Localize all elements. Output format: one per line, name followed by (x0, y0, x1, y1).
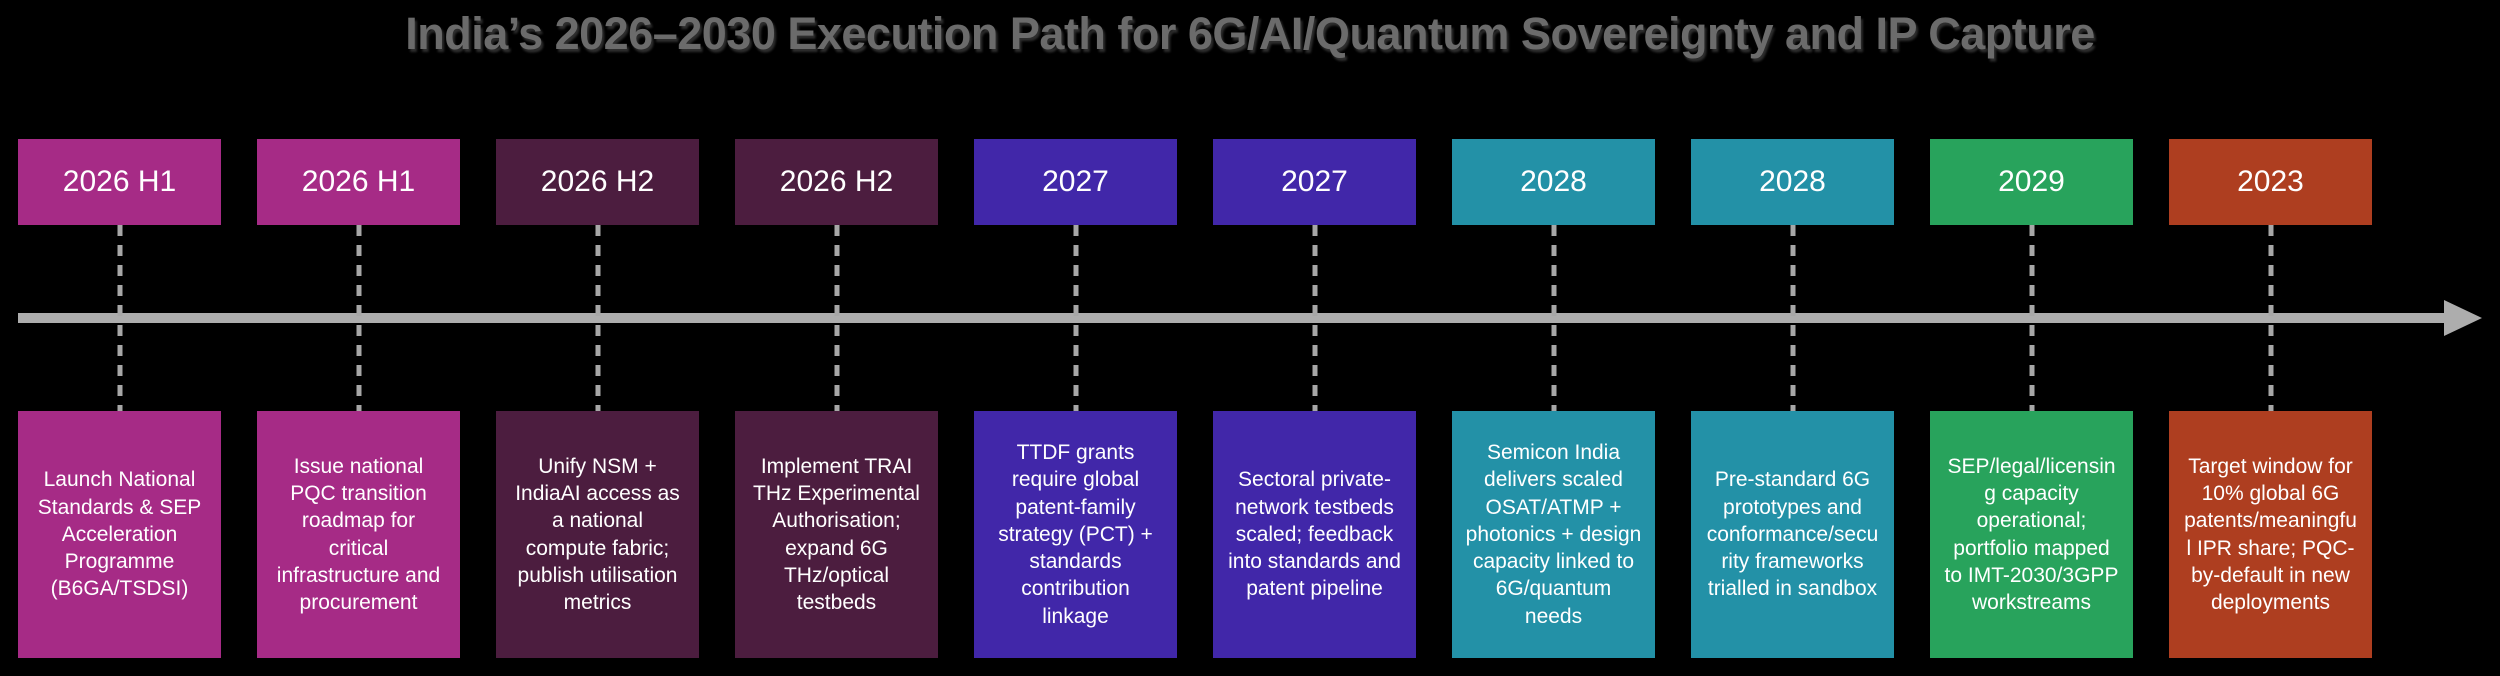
milestone-column: 2028 Semicon India delivers scaled OSAT/… (1452, 0, 1655, 676)
milestone-column: 2026 H2 Implement TRAI THz Experimental … (735, 0, 938, 676)
milestone-column: 2026 H2 Unify NSM + IndiaAI access as a … (496, 0, 699, 676)
milestone-connector-line (1073, 225, 1078, 411)
milestone-description: Unify NSM + IndiaAI access as a national… (496, 411, 699, 658)
milestone-column: 2027 TTDF grants require global patent-f… (974, 0, 1177, 676)
milestone-description: Launch National Standards & SEP Accelera… (18, 411, 221, 658)
milestone-description: TTDF grants require global patent-family… (974, 411, 1177, 658)
milestone-date-badge: 2026 H1 (257, 139, 460, 225)
milestone-date-badge: 2023 (2169, 139, 2372, 225)
timeline-axis-line (18, 313, 2448, 323)
milestone-description: SEP/legal/licensing capacity operational… (1930, 411, 2133, 658)
milestone-date-badge: 2026 H2 (496, 139, 699, 225)
milestone-connector-line (1312, 225, 1317, 411)
milestone-column: 2028 Pre-standard 6G prototypes and conf… (1691, 0, 1894, 676)
milestone-description: Sectoral private-network testbeds scaled… (1213, 411, 1416, 658)
milestone-description: Pre-standard 6G prototypes and conforman… (1691, 411, 1894, 658)
timeline-arrowhead-icon (2444, 300, 2482, 336)
milestone-connector-line (1551, 225, 1556, 411)
milestone-description: Implement TRAI THz Experimental Authoris… (735, 411, 938, 658)
milestone-date-badge: 2027 (1213, 139, 1416, 225)
milestone-date-badge: 2028 (1691, 139, 1894, 225)
milestone-connector-line (2268, 225, 2273, 411)
milestone-connector-line (356, 225, 361, 411)
milestone-description: Issue national PQC transition roadmap fo… (257, 411, 460, 658)
milestone-column: 2029 SEP/legal/licensing capacity operat… (1930, 0, 2133, 676)
milestone-connector-line (834, 225, 839, 411)
milestone-date-badge: 2029 (1930, 139, 2133, 225)
milestone-date-badge: 2027 (974, 139, 1177, 225)
milestone-column: 2027 Sectoral private-network testbeds s… (1213, 0, 1416, 676)
milestone-date-badge: 2026 H2 (735, 139, 938, 225)
milestone-connector-line (1790, 225, 1795, 411)
milestone-columns: 2026 H1 Launch National Standards & SEP … (18, 0, 2372, 676)
page-title: India’s 2026–2030 Execution Path for 6G/… (405, 8, 2095, 59)
milestone-column: 2026 H1 Issue national PQC transition ro… (257, 0, 460, 676)
milestone-description: Target window for 10% global 6G patents/… (2169, 411, 2372, 658)
milestone-connector-line (2029, 225, 2034, 411)
milestone-description: Semicon India delivers scaled OSAT/ATMP … (1452, 411, 1655, 658)
milestone-column: 2026 H1 Launch National Standards & SEP … (18, 0, 221, 676)
milestone-connector-line (595, 225, 600, 411)
milestone-date-badge: 2026 H1 (18, 139, 221, 225)
milestone-date-badge: 2028 (1452, 139, 1655, 225)
milestone-connector-line (117, 225, 122, 411)
milestone-column: 2023 Target window for 10% global 6G pat… (2169, 0, 2372, 676)
